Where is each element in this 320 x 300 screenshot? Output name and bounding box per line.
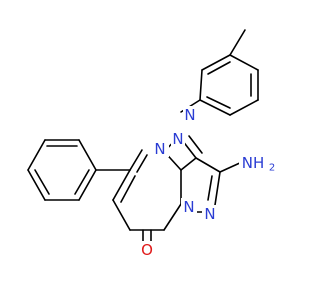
methyl-bond: [229, 29, 246, 56]
aromatic-bond: [207, 61, 231, 75]
n-pyrimidine-label: N: [154, 140, 165, 158]
bond: [27, 139, 46, 171]
label-mask: [171, 130, 185, 148]
double-bond: [188, 135, 203, 154]
nh2-subscript: 2: [269, 163, 275, 174]
tolyl-ring: [199, 54, 259, 116]
aromatic-bond: [74, 169, 90, 195]
n-pyrazole-label: N: [204, 205, 215, 223]
bond: [27, 169, 46, 201]
double-bond: [120, 175, 136, 203]
double-bond: [207, 175, 213, 201]
bond: [214, 171, 221, 206]
carbonyl-o-label: O: [141, 241, 153, 259]
aromatic-bond: [206, 96, 231, 109]
bond: [78, 139, 97, 171]
label-mask: [153, 139, 169, 157]
bond: [195, 157, 221, 173]
structure-diagram: N N H N N N NH 2 O: [27, 29, 275, 259]
n-hydrazone-label: N: [172, 130, 183, 148]
n-bridge-label: N: [183, 198, 194, 216]
bond: [229, 54, 259, 71]
pyrimidine-ring: [112, 147, 182, 231]
label-mask: [138, 241, 154, 259]
aromatic-bond: [34, 169, 50, 195]
bond: [199, 69, 203, 101]
nh2-label: NH: [242, 154, 265, 172]
bond: [112, 199, 131, 231]
bond: [180, 157, 197, 171]
bond: [78, 169, 97, 201]
double-bond: [136, 154, 148, 173]
bond: [201, 54, 231, 71]
label-mask: [239, 154, 269, 174]
bond: [229, 99, 259, 116]
label-mask: [202, 205, 218, 223]
label-mask: [181, 198, 197, 216]
bond: [199, 99, 231, 116]
phenyl-ring: [27, 139, 97, 201]
molecule-canvas: N N H N N N NH 2 O: [27, 29, 275, 259]
nh-label: N: [184, 106, 195, 124]
pyrazole-ring: [180, 157, 221, 213]
bond: [112, 169, 131, 201]
label-mask: [183, 106, 197, 124]
bond: [163, 203, 182, 231]
bond: [129, 149, 143, 171]
bond: [219, 161, 243, 173]
